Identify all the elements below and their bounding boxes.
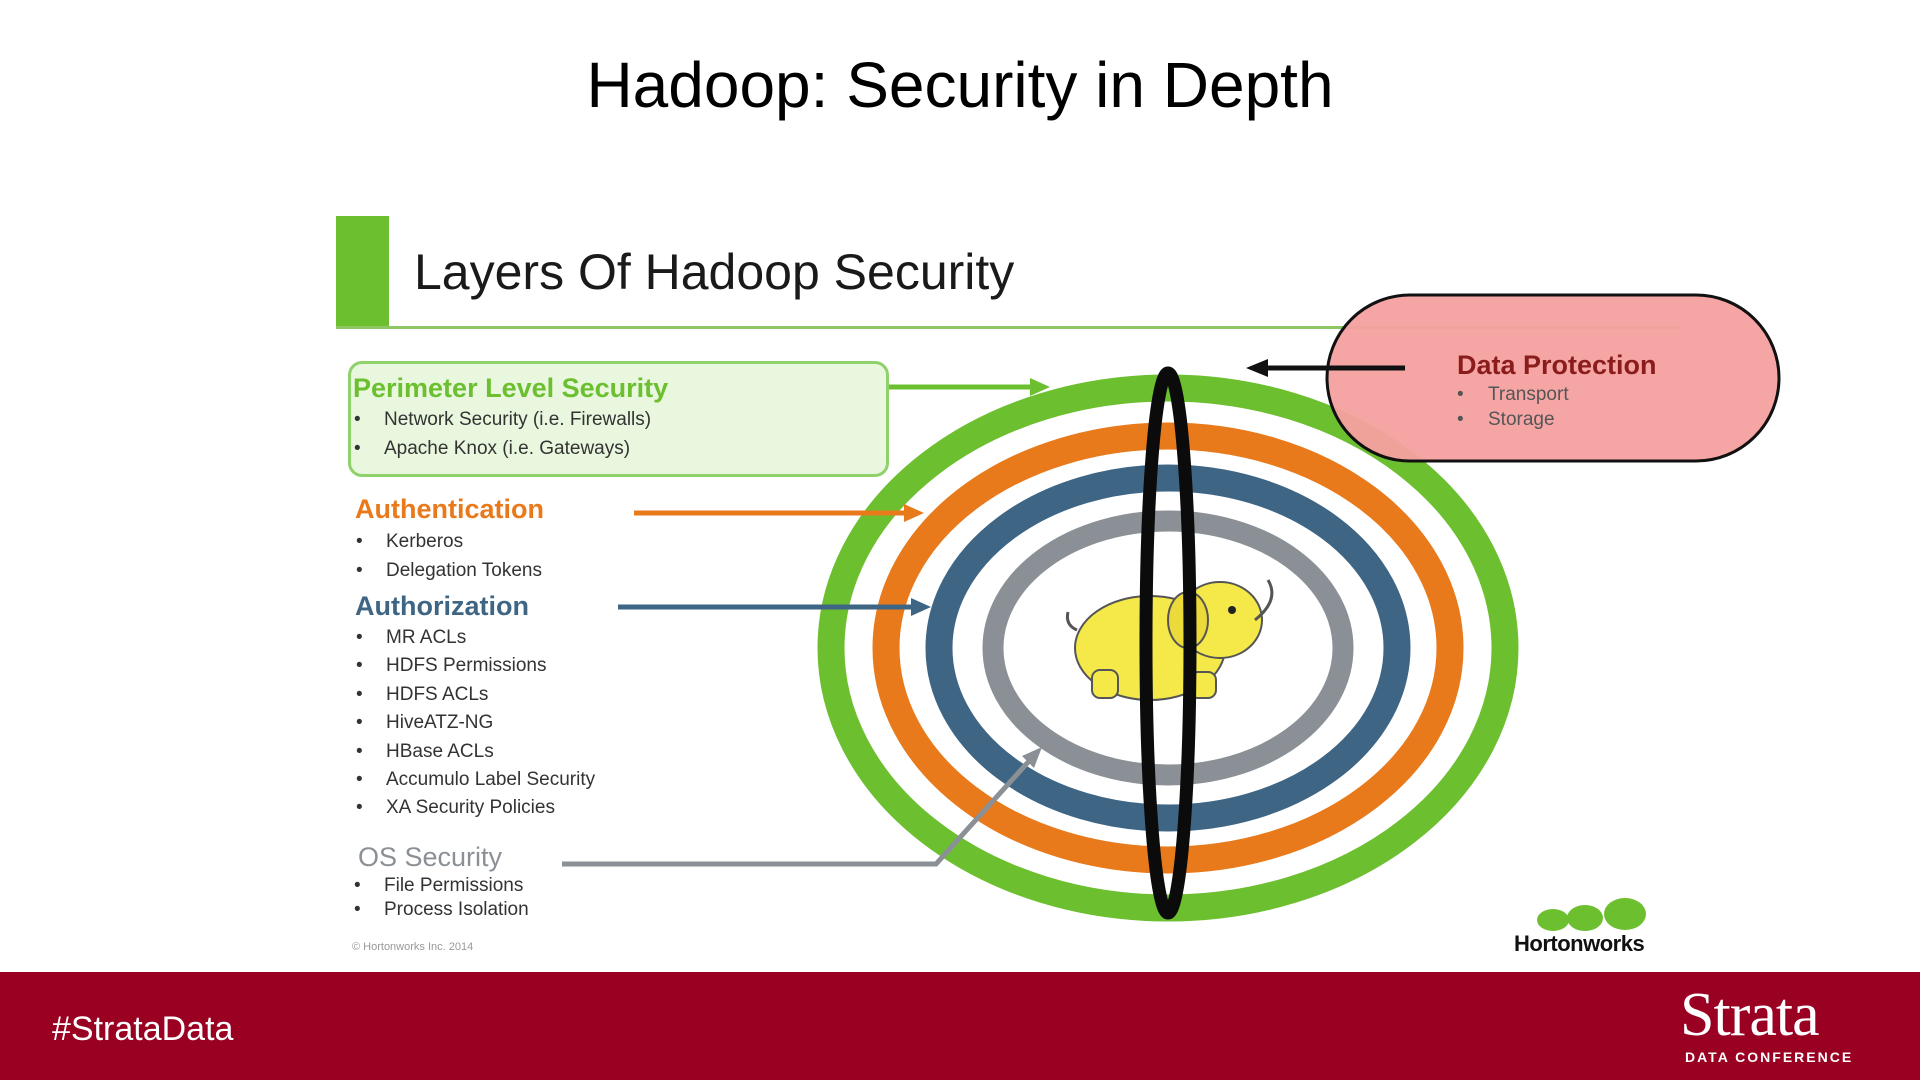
perimeter-box xyxy=(348,361,889,477)
authentication-arrow xyxy=(634,504,924,522)
list-item: •HDFS Permissions xyxy=(356,655,547,676)
list-item: •File Permissions xyxy=(354,875,524,896)
data-protection-ring xyxy=(1139,366,1197,920)
list-item: •Process Isolation xyxy=(354,899,529,920)
list-item: •HBase ACLs xyxy=(356,741,494,762)
os-security-arrow xyxy=(562,747,1042,867)
list-item: •HDFS ACLs xyxy=(356,684,489,705)
list-item: •Apache Knox (i.e. Gateways) xyxy=(354,438,631,459)
authorization-ring xyxy=(925,464,1411,832)
authorization-arrow xyxy=(618,598,931,616)
list-item: •XA Security Policies xyxy=(356,797,555,818)
authentication-heading: Authentication xyxy=(355,494,544,524)
strata-logo-subtitle: DATA CONFERENCE xyxy=(1685,1049,1854,1065)
diagram-title: Layers Of Hadoop Security xyxy=(414,244,1015,300)
copyright-text: © Hortonworks Inc. 2014 xyxy=(352,941,474,953)
data-protection-heading: Data Protection xyxy=(1457,350,1657,380)
list-item: •Transport xyxy=(1457,384,1569,405)
hortonworks-logo-text: Hortonworks xyxy=(1514,931,1645,956)
data-protection-callout xyxy=(1325,293,1781,463)
footer-bar xyxy=(0,972,1920,1080)
data-protection-arrow xyxy=(1246,359,1405,377)
title-accent-bar xyxy=(336,216,389,328)
list-item: •Storage xyxy=(1457,409,1555,430)
list-item: •Kerberos xyxy=(356,531,464,552)
list-item: •MR ACLs xyxy=(356,627,467,648)
list-item: •HiveATZ-NG xyxy=(356,712,494,733)
list-item: •Network Security (i.e. Firewalls) xyxy=(354,409,652,430)
title-underline xyxy=(336,326,1680,329)
list-item: •Accumulo Label Security xyxy=(356,769,596,790)
authentication-ring xyxy=(872,422,1464,874)
slide-title: Hadoop: Security in Depth xyxy=(586,49,1334,121)
list-item: •Delegation Tokens xyxy=(356,560,542,581)
os-security-ring xyxy=(982,510,1354,786)
elephants-logo-icon xyxy=(1537,898,1646,931)
strata-logo-text: Strata xyxy=(1680,981,1820,1049)
authorization-heading: Authorization xyxy=(355,591,529,621)
os-security-heading: OS Security xyxy=(358,842,503,872)
hadoop-elephant-icon xyxy=(1065,579,1274,701)
perimeter-heading: Perimeter Level Security xyxy=(353,373,669,403)
footer-hashtag: #StrataData xyxy=(52,1010,234,1048)
